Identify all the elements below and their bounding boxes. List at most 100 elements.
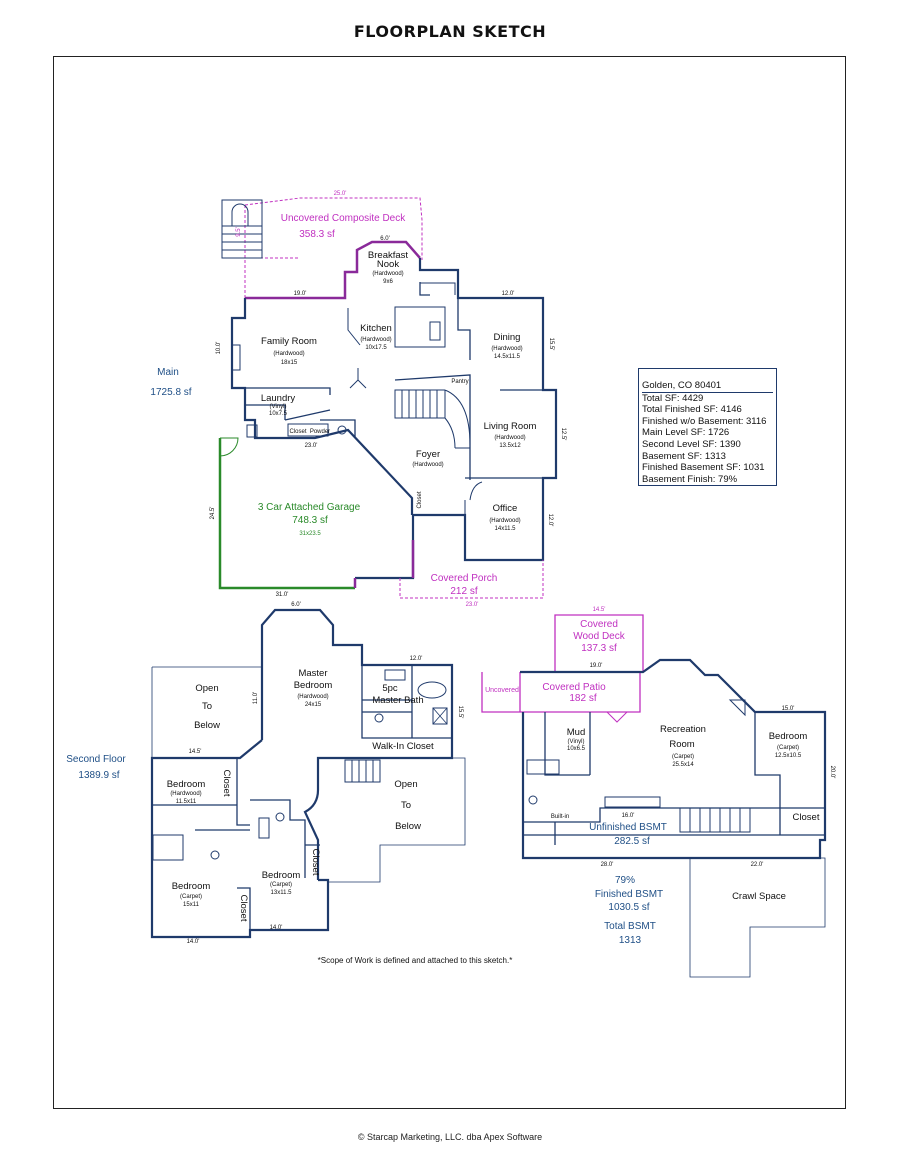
dim-dining-top: 12.0' <box>502 291 515 297</box>
master-floor: (Hardwood) <box>297 694 328 700</box>
recreation-dims: 25.5x14 <box>672 762 694 768</box>
uncovered-label: Uncovered <box>485 687 519 694</box>
patio-outline <box>481 672 641 713</box>
summary-location: Golden, CO 80401 <box>642 380 722 391</box>
master-bath-name1: 5pc <box>382 683 398 694</box>
cooktop <box>429 321 441 341</box>
dim-unfinished-inner: 16.0' <box>622 813 635 819</box>
open-below-1-a: Open <box>195 683 218 694</box>
recreation-floor: (Carpet) <box>672 754 694 760</box>
bar-counter <box>604 796 661 808</box>
summary-line: Total SF: 4429 <box>642 391 773 405</box>
porch-name: Covered Porch <box>431 573 498 584</box>
garage-door-wall <box>353 540 415 588</box>
shower-x <box>432 707 448 725</box>
mud-floor: (Vinyl) <box>568 739 585 745</box>
master-bath-name2: Master Bath <box>372 695 423 706</box>
hall-toilet <box>210 850 220 860</box>
dim-bsmt-bottom: 28.0' <box>601 862 614 868</box>
bed3-floor: (Carpet) <box>270 882 292 888</box>
porch-area: 212 sf <box>450 586 477 597</box>
bathtub <box>417 681 447 699</box>
second-interior-walls <box>152 665 452 930</box>
recreation-name1: Recreation <box>660 724 706 735</box>
wood-deck-name1: Covered <box>580 619 618 630</box>
main-level-label: Main <box>157 367 179 378</box>
bed1-floor: (Hardwood) <box>170 791 201 797</box>
bsmt-bedroom-name: Bedroom <box>769 731 808 742</box>
finished-name: Finished BSMT <box>595 889 663 900</box>
summary-line: Finished w/o Basement: 3116 <box>642 415 767 427</box>
dim-master-top: 6.0' <box>291 602 301 608</box>
bed2-dims: 15x11 <box>183 902 200 908</box>
dining-dims: 14.5x11.5 <box>494 354 521 360</box>
summary-line: Second Level SF: 1390 <box>642 438 741 450</box>
office-door <box>464 481 483 515</box>
family-name: Family Room <box>261 336 317 347</box>
dim-master-left: 11.0' <box>253 692 259 704</box>
kitchen-counters <box>347 282 456 346</box>
laundry-closet <box>287 423 329 437</box>
summary-line: Basement SF: 1313 <box>642 450 726 462</box>
dim-garage-bottom: 31.0' <box>276 592 289 598</box>
breakfast-name1: Breakfast <box>368 250 408 261</box>
deck-name: Uncovered Composite Deck <box>281 213 406 224</box>
dim-fam-top: 19.0' <box>294 291 307 297</box>
finished-pct: 79% <box>615 875 635 886</box>
dim-deck-top-b: 14.5' <box>593 607 606 613</box>
living-name: Living Room <box>484 421 537 432</box>
patio-name: Covered Patio <box>542 682 606 693</box>
closet1-label: Closet <box>289 429 306 435</box>
dim-second-left-bottom: 14.0' <box>187 939 200 945</box>
garage-area: 748.3 sf <box>292 515 328 526</box>
main-level-area: 1725.8 sf <box>150 387 191 398</box>
dim-crawl-top: 22.0' <box>751 862 764 868</box>
summary-line: Main Level SF: 1726 <box>642 427 730 439</box>
basement-stairs <box>679 807 751 833</box>
master-name1: Master <box>298 668 327 679</box>
dim-bsmt-right: 20.0' <box>829 766 835 779</box>
bed3-name: Bedroom <box>262 870 301 881</box>
closet-a: Closet <box>221 770 232 797</box>
summary-line: Finished Basement SF: 1031 <box>642 462 765 474</box>
mud-dims: 10x6.5 <box>567 746 586 752</box>
office-floor: (Hardwood) <box>489 518 520 524</box>
dim-main-right: 15.5' <box>548 338 554 351</box>
walk-in-closet: Walk-In Closet <box>372 741 434 752</box>
dim-second-mid: 14.5' <box>189 749 202 755</box>
dim-bath-right: 15.5' <box>457 706 463 719</box>
bsmt-bedroom-dims: 12.5x10.5 <box>775 753 802 759</box>
summary-line: Basement Finish: 79% <box>642 473 738 485</box>
foyer-name: Foyer <box>416 449 440 460</box>
basement-tub <box>526 759 560 775</box>
open-below-2-a: Open <box>394 779 417 790</box>
office-dims: 14x11.5 <box>495 526 517 532</box>
second-level-label: Second Floor <box>66 754 126 765</box>
laundry-name: Laundry <box>261 393 296 404</box>
washer <box>246 424 258 438</box>
master-vanity <box>384 669 406 681</box>
main-level <box>218 197 558 599</box>
dim-bsmt-top: 19.0' <box>590 663 603 669</box>
summary-box: Golden, CO 80401 Total SF: 4429 Total Fi… <box>638 368 777 486</box>
patio-doors <box>606 711 628 723</box>
breakfast-dims: 9x6 <box>383 279 393 285</box>
unfinished-area: 282.5 sf <box>614 836 650 847</box>
living-floor: (Hardwood) <box>494 435 525 441</box>
dim-bath-top: 12.0' <box>410 656 423 662</box>
dim-office-right: 12.0' <box>547 514 553 527</box>
bed1-name: Bedroom <box>167 779 206 790</box>
second-open-area <box>151 666 263 758</box>
basement <box>481 614 827 978</box>
dining-floor: (Hardwood) <box>491 346 522 352</box>
family-floor: (Hardwood) <box>273 351 304 357</box>
shower <box>432 707 448 725</box>
wood-deck-outline <box>554 614 644 672</box>
scope-note: *Scope of Work is defined and attached t… <box>318 956 513 965</box>
breakfast-floor: (Hardwood) <box>372 271 403 277</box>
unfinished-name: Unfinished BSMT <box>589 822 667 833</box>
dim-living-right: 12.5' <box>560 428 566 441</box>
bsmt-closet: Closet <box>793 812 820 823</box>
jack-toilet <box>275 812 285 822</box>
